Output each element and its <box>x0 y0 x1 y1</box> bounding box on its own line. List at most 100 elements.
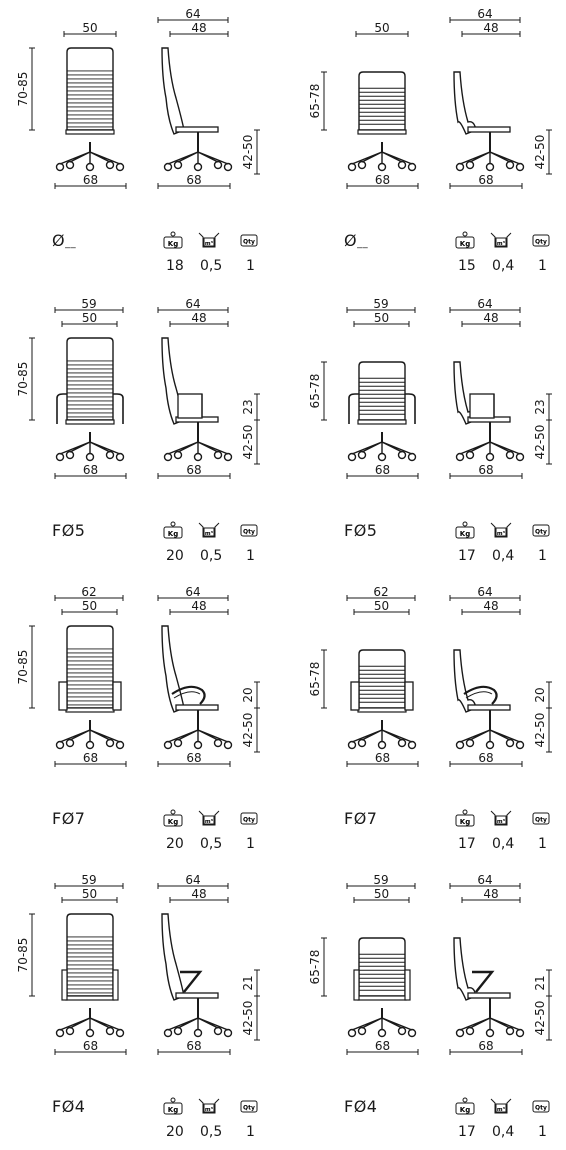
volume-value: 0,5 <box>200 258 223 274</box>
seat-height-dim: 42-50 <box>241 707 260 753</box>
svg-text:Kg: Kg <box>460 818 470 826</box>
armrest-height-dim: 21 <box>533 969 552 997</box>
armrest-height-dim: 21 <box>241 969 260 997</box>
front-seat-width-dim: 50 <box>61 599 118 615</box>
side-view-chair <box>453 71 525 172</box>
seat-height-dim-label: 42-50 <box>241 1001 255 1036</box>
svg-text:Kg: Kg <box>460 1106 470 1114</box>
side-base-width-dim-label: 68 <box>186 173 201 187</box>
front-seat-width-dim: 50 <box>63 21 117 37</box>
model-code-suffix: __ <box>357 238 369 249</box>
front-view-chair <box>347 937 417 1038</box>
weight-value: 20 <box>166 836 184 852</box>
back-height-dim-label: 70-85 <box>16 72 30 107</box>
seat-height-dim: 42-50 <box>533 419 552 465</box>
side-seat-depth-dim: 48 <box>461 21 521 37</box>
quantity-icon: Qty <box>530 809 552 827</box>
volume-m3-icon: m³ <box>490 1097 512 1115</box>
side-base-width-dim-label: 68 <box>478 173 493 187</box>
seat-height-dim-label: 42-50 <box>241 713 255 748</box>
svg-text:Qty: Qty <box>535 239 547 246</box>
star-base <box>455 720 525 750</box>
side-view-chair <box>453 937 525 1038</box>
back-height-dim-label: 65-78 <box>308 374 322 409</box>
side-base-width-dim-label: 68 <box>186 751 201 765</box>
front-seat-width-dim: 50 <box>353 599 410 615</box>
side-seat-depth-dim-label: 48 <box>191 599 206 613</box>
front-view-chair <box>347 649 417 750</box>
front-base-width-dim-label: 68 <box>375 751 390 765</box>
back-height-dim: 65-78 <box>308 649 327 709</box>
back-height-dim-label: 70-85 <box>16 938 30 973</box>
side-depth-dim-label: 64 <box>185 585 200 599</box>
front-seat-width-dim: 50 <box>61 887 118 903</box>
seat-height-dim-label: 42-50 <box>533 713 547 748</box>
weight-kg-icon: Kg <box>162 809 184 827</box>
model-code-text: Ø <box>52 231 66 250</box>
back-height-dim: 70-85 <box>16 337 35 421</box>
back-height-dim-label: 65-78 <box>308 950 322 985</box>
front-base-width-dim-label: 68 <box>83 751 98 765</box>
svg-text:m³: m³ <box>205 1106 214 1113</box>
armrest-height-dim-label: 21 <box>533 975 547 990</box>
back-height-dim-label: 65-78 <box>308 84 322 119</box>
side-depth-dim-label: 64 <box>477 585 492 599</box>
model-code: Ø__ <box>344 231 368 250</box>
star-base <box>347 720 417 750</box>
front-base-width-dim: 68 <box>54 173 127 189</box>
front-view-chair <box>347 361 417 462</box>
back-height-dim: 70-85 <box>16 913 35 997</box>
side-seat-depth-dim-label: 48 <box>483 311 498 325</box>
weight-kg-icon: Kg <box>454 1097 476 1115</box>
svg-text:Qty: Qty <box>535 529 547 536</box>
front-view-chair <box>347 71 417 172</box>
side-seat-depth-dim: 48 <box>461 599 521 615</box>
seat-height-dim: 42-50 <box>533 129 552 175</box>
volume-m3-icon: m³ <box>490 231 512 249</box>
weight-value: 18 <box>166 258 184 274</box>
front-outer-width-dim: 59 <box>346 297 416 313</box>
side-seat-depth-dim: 48 <box>461 887 521 903</box>
front-base-width-dim: 68 <box>54 751 127 767</box>
front-view-chair <box>55 337 125 462</box>
side-seat-depth-dim: 48 <box>169 887 229 903</box>
front-base-width-dim: 68 <box>346 463 419 479</box>
side-depth-dim-label: 64 <box>477 873 492 887</box>
side-depth-dim-label: 64 <box>477 7 492 21</box>
side-base-width-dim: 68 <box>449 751 523 767</box>
svg-text:m³: m³ <box>205 530 214 537</box>
star-base <box>55 142 125 172</box>
armrest-height-dim: 23 <box>241 393 260 421</box>
side-depth-dim: 64 <box>157 297 229 313</box>
side-depth-dim: 64 <box>449 7 521 23</box>
side-view-chair <box>453 361 525 462</box>
model-code: FØ7 <box>344 809 377 828</box>
side-depth-dim: 64 <box>157 7 229 23</box>
front-view-chair <box>55 47 125 172</box>
svg-text:Kg: Kg <box>168 818 178 826</box>
volume-m3-icon: m³ <box>198 521 220 539</box>
star-base <box>55 720 125 750</box>
front-outer-width-dim-label: 59 <box>81 297 96 311</box>
front-base-width-dim-label: 68 <box>375 1039 390 1053</box>
weight-value: 20 <box>166 1124 184 1140</box>
seat-height-dim-label: 42-50 <box>533 135 547 170</box>
side-seat-depth-dim-label: 48 <box>191 311 206 325</box>
star-base <box>455 1008 525 1038</box>
seat-height-dim: 42-50 <box>241 419 260 465</box>
back-height-dim: 65-78 <box>308 71 327 131</box>
side-base-width-dim-label: 68 <box>186 1039 201 1053</box>
side-depth-dim-label: 64 <box>185 7 200 21</box>
weight-value: 15 <box>458 258 476 274</box>
side-seat-depth-dim: 48 <box>461 311 521 327</box>
seat-height-dim: 42-50 <box>533 995 552 1041</box>
volume-m3-icon: m³ <box>198 1097 220 1115</box>
side-seat-depth-dim-label: 48 <box>483 599 498 613</box>
front-seat-width-dim-label: 50 <box>82 887 97 901</box>
